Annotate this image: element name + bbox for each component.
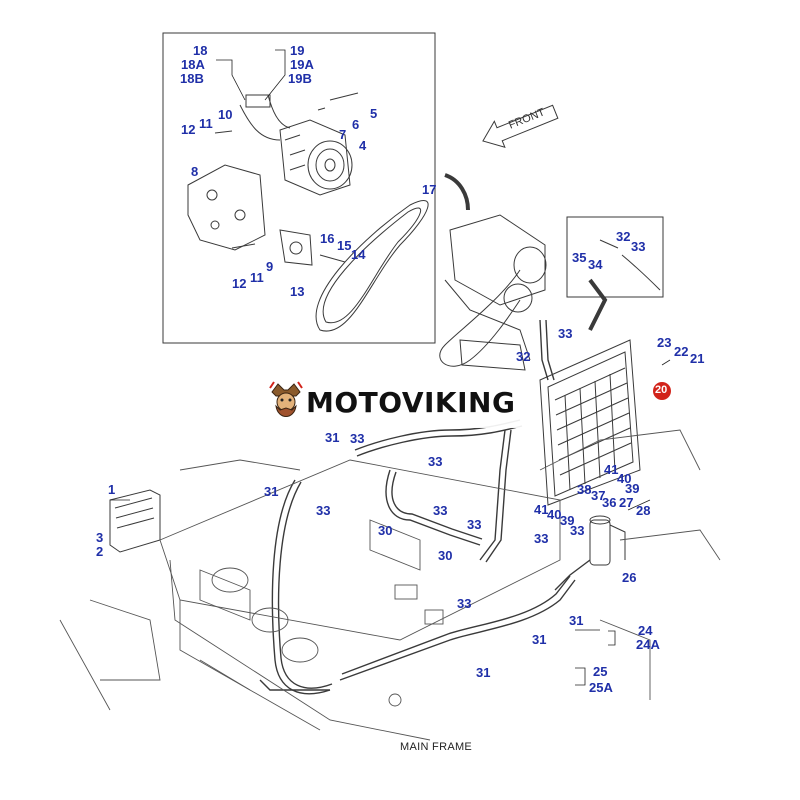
callout-18a: 18A <box>181 57 205 72</box>
front-arrow-icon <box>482 104 559 148</box>
callout-30-b: 30 <box>438 548 453 563</box>
brand-watermark: MOTOVIKING <box>262 376 534 428</box>
callout-33-e: 33 <box>467 517 482 532</box>
callout-19b: 19B <box>288 71 312 86</box>
callout-24: 24 <box>638 623 653 638</box>
callout-33-b: 33 <box>428 454 443 469</box>
inset-detail-box <box>566 216 664 298</box>
main-frame <box>59 429 721 741</box>
callout-26: 26 <box>622 570 637 585</box>
callout-7: 7 <box>339 127 347 142</box>
controller-box <box>109 489 161 553</box>
callout-40-right: 40 <box>617 471 632 486</box>
callout-22: 22 <box>674 344 689 359</box>
callout-18: 18 <box>193 43 208 58</box>
callout-33-compressor: 33 <box>558 326 573 341</box>
receiver-drier <box>589 515 626 566</box>
callout-33-a: 33 <box>350 431 365 446</box>
callout-33-c: 33 <box>316 503 331 518</box>
callout-4: 4 <box>359 138 367 153</box>
callout-12-upper: 12 <box>181 122 196 137</box>
callout-11-upper: 11 <box>199 116 213 131</box>
callout-18b: 18B <box>180 71 204 86</box>
callout-21: 21 <box>690 351 705 366</box>
callout-33-d: 33 <box>433 503 448 518</box>
leader-lines <box>110 49 671 686</box>
callout-9: 9 <box>266 259 274 274</box>
callout-30-a: 30 <box>378 523 393 538</box>
callout-39-left: 39 <box>560 513 575 528</box>
inset-hose-b <box>267 94 291 129</box>
callout-6: 6 <box>352 117 360 132</box>
inset-bracket <box>187 164 266 251</box>
callout-37: 37 <box>591 488 606 503</box>
callout-23: 23 <box>657 335 672 350</box>
inset-hose-a <box>239 104 281 141</box>
inset-tensioner <box>279 229 313 266</box>
callout-3: 3 <box>96 530 104 545</box>
inset-compressor <box>279 119 353 196</box>
callout-41-left: 41 <box>534 502 549 517</box>
callout-5: 5 <box>370 106 378 121</box>
callout-24a: 24A <box>636 637 660 652</box>
inset-frame <box>162 32 436 344</box>
highlight-badge <box>653 382 671 400</box>
callout-31-a: 31 <box>325 430 340 445</box>
callout-31-c: 31 <box>569 613 584 628</box>
callout-34: 34 <box>588 257 603 272</box>
callout-32-main: 32 <box>516 349 531 364</box>
main-compressor <box>444 214 547 371</box>
callout-11-lower: 11 <box>250 270 264 285</box>
pointer-arrow <box>588 278 608 331</box>
callout-41-right: 41 <box>604 462 619 477</box>
inset-fitting <box>245 94 271 108</box>
callout-28: 28 <box>636 503 651 518</box>
callout-15: 15 <box>337 238 352 253</box>
callout-1: 1 <box>108 482 116 497</box>
callout-25a: 25A <box>589 680 613 695</box>
brand-name: MOTOVIKING <box>306 386 516 419</box>
callout-20: 20 <box>655 384 668 396</box>
callout-33-inset: 33 <box>631 239 646 254</box>
callout-13: 13 <box>290 284 305 299</box>
callout-31-b: 31 <box>264 484 279 499</box>
callout-31-e: 31 <box>476 665 491 680</box>
callout-19a: 19A <box>290 57 314 72</box>
callout-31-d: 31 <box>532 632 547 647</box>
callout-40-left: 40 <box>547 507 562 522</box>
main-frame-label: MAIN FRAME <box>400 741 473 753</box>
callout-12-lower: 12 <box>232 276 247 291</box>
callout-33-g: 33 <box>570 523 585 538</box>
callout-14: 14 <box>351 247 366 262</box>
callout-10: 10 <box>218 107 233 122</box>
callout-32-inset: 32 <box>616 229 631 244</box>
callout-38: 38 <box>577 482 592 497</box>
inset-belt <box>315 200 429 332</box>
callout-39-right: 39 <box>625 481 640 496</box>
callout-16: 16 <box>320 231 335 246</box>
callout-33-f: 33 <box>534 531 549 546</box>
callout-27: 27 <box>619 495 634 510</box>
callout-25: 25 <box>593 664 608 679</box>
callout-36: 36 <box>602 495 617 510</box>
callout-2: 2 <box>96 544 104 559</box>
condenser <box>539 339 641 506</box>
viking-logo-icon <box>269 381 303 417</box>
callout-35: 35 <box>572 250 587 265</box>
callout-33-h: 33 <box>457 596 472 611</box>
callout-19: 19 <box>290 43 305 58</box>
callout-17: 17 <box>422 182 437 197</box>
main-hoses <box>259 319 591 695</box>
callout-8: 8 <box>191 164 199 179</box>
